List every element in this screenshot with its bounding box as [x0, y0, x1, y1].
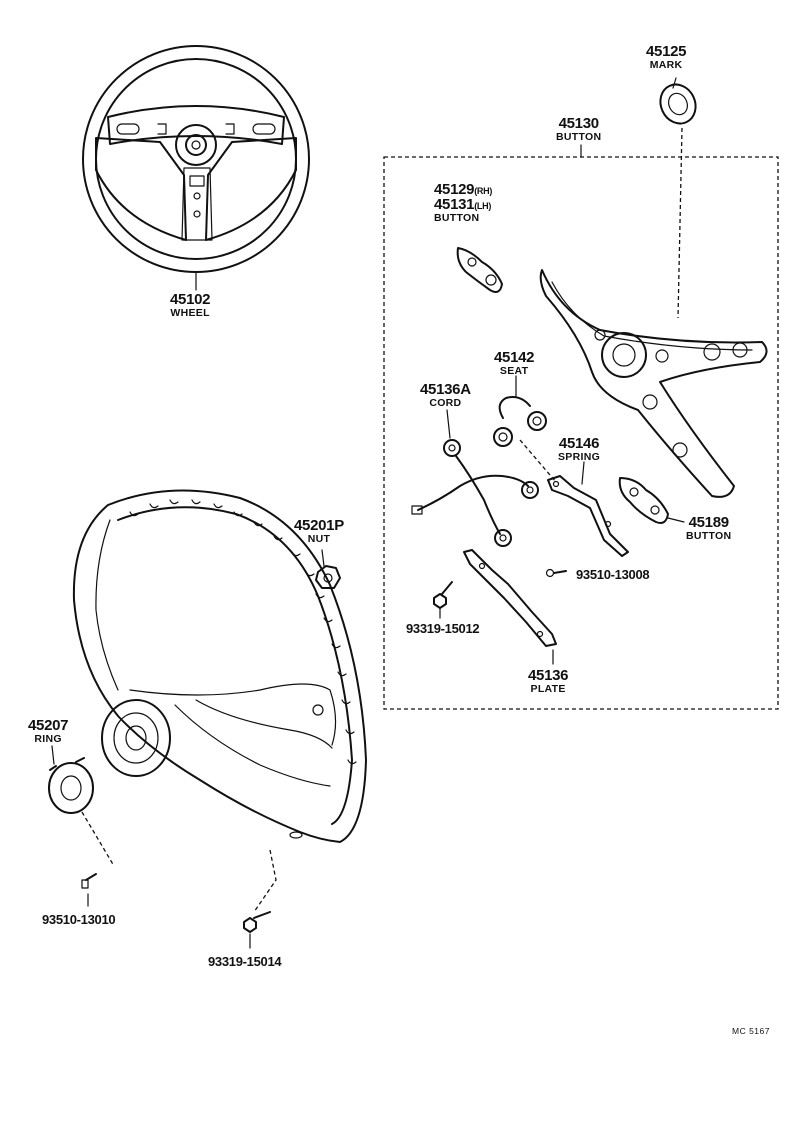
label-45146: 45146 SPRING [558, 435, 601, 463]
cord-45136a [411, 409, 539, 547]
spring-45146 [547, 461, 629, 557]
label-45189: 45189 BUTTON [686, 514, 732, 542]
label-45201p: 45201P NUT [294, 517, 344, 545]
button-45130-spoke-cover [539, 269, 768, 498]
label-45129-45131: 45129(RH) 45131(LH) BUTTON [434, 181, 493, 224]
label-45136a: 45136A CORD [420, 381, 471, 409]
label-45207: 45207 RING [28, 717, 69, 745]
label-45142: 45142 SEAT [494, 349, 535, 377]
screw-93319-15014 [243, 911, 271, 949]
label-45136: 45136 PLATE [528, 667, 569, 695]
plate-45136 [463, 549, 557, 665]
ring-45207 [48, 745, 94, 814]
screw-93510-13008 [545, 568, 567, 578]
label-93510-13008: 93510-13008 [576, 567, 650, 582]
label-93319-15014: 93319-15014 [208, 954, 282, 969]
steering-wheel-oblique-view [72, 489, 367, 843]
mark-45125 [659, 77, 697, 125]
diagram-reference: MC 5167 [732, 1026, 770, 1036]
screw-93510-13010 [81, 873, 97, 907]
button-45189 [618, 477, 685, 524]
label-45102: 45102 WHEEL [170, 291, 211, 319]
button-45129-45131 [456, 247, 503, 293]
screw-93319-15012 [433, 581, 453, 619]
seat-45142 [493, 375, 547, 447]
label-93319-15012: 93319-15012 [406, 621, 480, 636]
label-93510-13010: 93510-13010 [42, 912, 116, 927]
steering-wheel-front-view [82, 45, 310, 291]
label-45125: 45125 MARK [646, 43, 687, 71]
label-45130: 45130 BUTTON [556, 115, 602, 143]
